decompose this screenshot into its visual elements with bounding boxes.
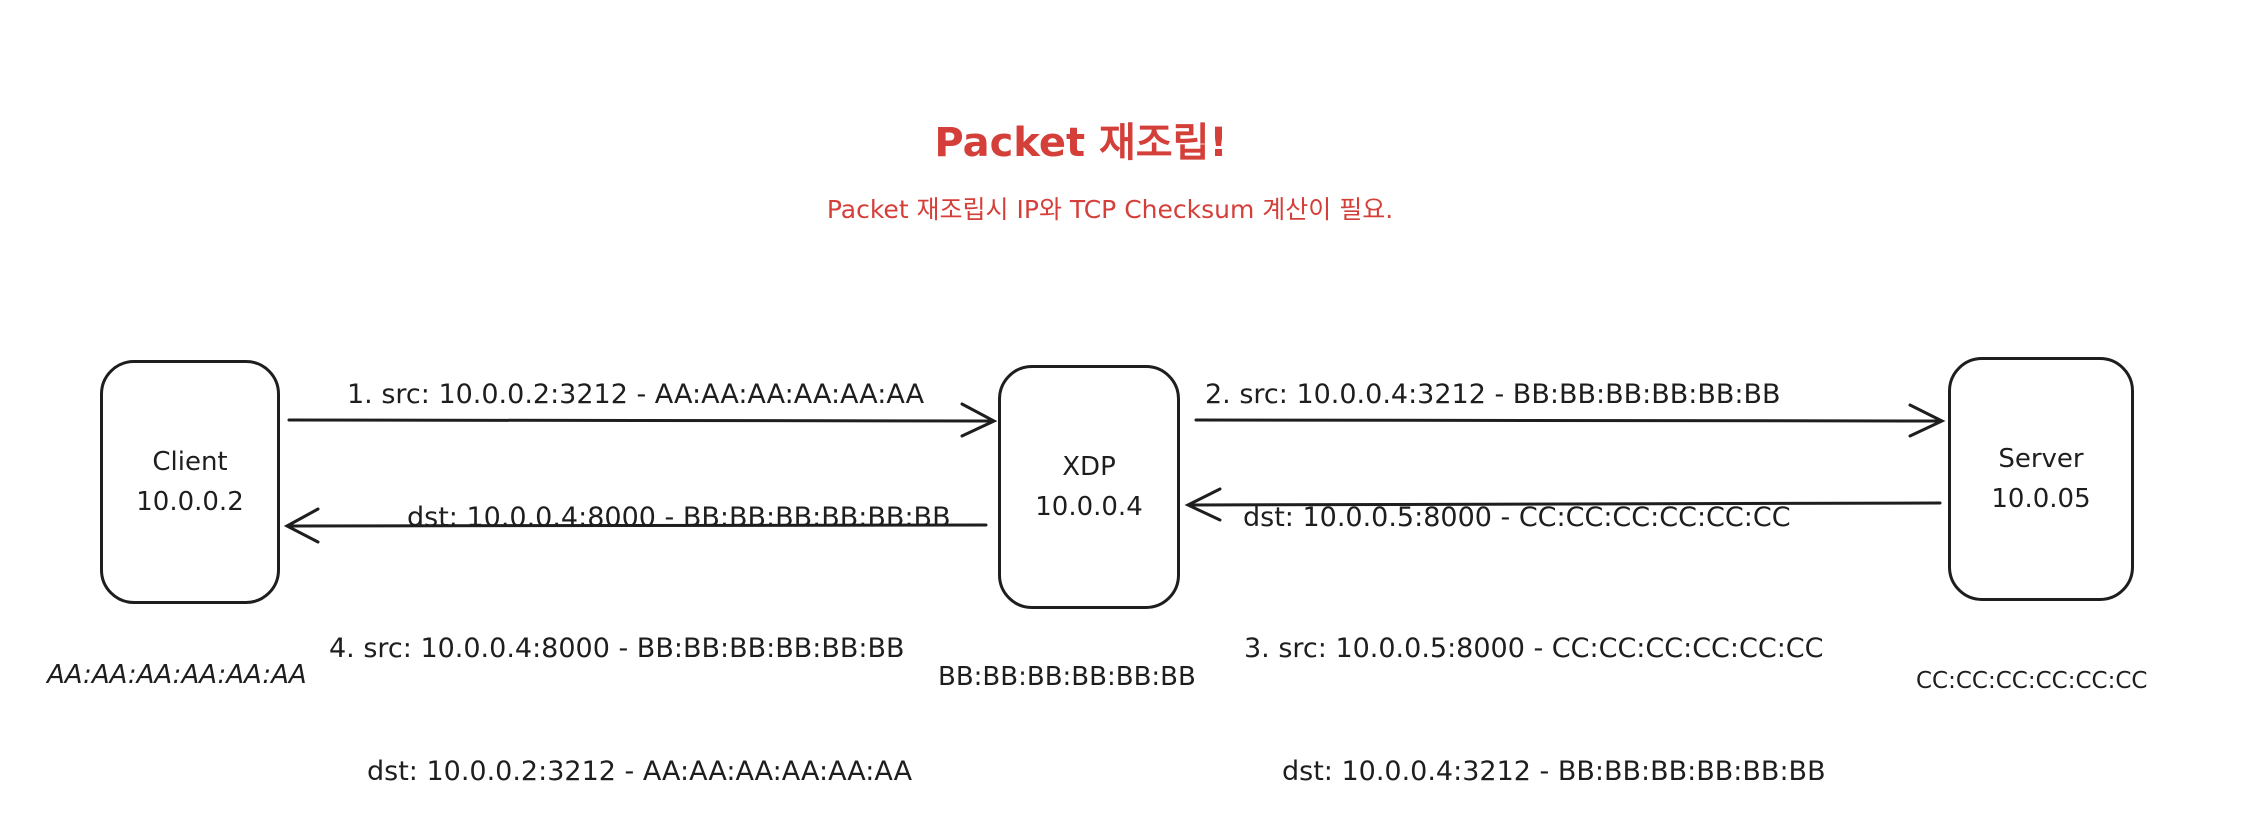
arrow-xdp-to-client xyxy=(283,507,988,544)
arrow-server-to-xdp xyxy=(1184,487,1942,522)
flow-3-src: 3. src: 10.0.0.5:8000 - CC:CC:CC:CC:CC:C… xyxy=(1244,633,1824,664)
xdp-ip: 10.0.0.4 xyxy=(1035,492,1143,522)
flow-1-src: 1. src: 10.0.0.2:3212 - AA:AA:AA:AA:AA:A… xyxy=(347,379,925,410)
flow-4-dst: dst: 10.0.0.2:3212 - AA:AA:AA:AA:AA:AA xyxy=(367,756,913,787)
diagram-subtitle: Packet 재조립시 IP와 TCP Checksum 계산이 필요. xyxy=(826,195,1394,224)
flow-2-dst: dst: 10.0.0.5:8000 - CC:CC:CC:CC:CC:CC xyxy=(1243,502,1791,533)
arrow-client-to-xdp xyxy=(287,402,998,438)
client-mac: AA:AA:AA:AA:AA:AA xyxy=(47,660,307,690)
flow-4-label: 4. src: 10.0.0.4:8000 - BB:BB:BB:BB:BB:B… xyxy=(329,546,912,833)
flow-4-src: 4. src: 10.0.0.4:8000 - BB:BB:BB:BB:BB:B… xyxy=(329,633,905,664)
flow-1-dst: dst: 10.0.0.4:8000 - BB:BB:BB:BB:BB:BB xyxy=(407,502,951,533)
flow-2-src: 2. src: 10.0.0.4:3212 - BB:BB:BB:BB:BB:B… xyxy=(1205,379,1781,410)
client-name: Client xyxy=(152,447,228,477)
server-ip: 10.0.05 xyxy=(1991,484,2091,514)
server-mac: CC:CC:CC:CC:CC:CC xyxy=(1916,668,2148,694)
arrow-xdp-to-server xyxy=(1194,403,1946,438)
xdp-node[interactable]: XDP 10.0.0.4 xyxy=(998,365,1180,609)
flow-2-label: 2. src: 10.0.0.4:3212 - BB:BB:BB:BB:BB:B… xyxy=(1205,292,1791,579)
xdp-mac: BB:BB:BB:BB:BB:BB xyxy=(938,662,1196,692)
server-node[interactable]: Server 10.0.05 xyxy=(1948,357,2134,601)
flow-3-dst: dst: 10.0.0.4:3212 - BB:BB:BB:BB:BB:BB xyxy=(1282,756,1826,787)
arrows-layer xyxy=(283,402,1946,544)
diagram-title: Packet 재조립! xyxy=(934,120,1228,166)
client-node[interactable]: Client 10.0.0.2 xyxy=(100,360,280,604)
xdp-name: XDP xyxy=(1062,452,1116,482)
client-ip: 10.0.0.2 xyxy=(136,487,244,517)
flow-1-label: 1. src: 10.0.0.2:3212 - AA:AA:AA:AA:AA:A… xyxy=(347,292,951,579)
flow-3-label: 3. src: 10.0.0.5:8000 - CC:CC:CC:CC:CC:C… xyxy=(1244,546,1826,833)
server-name: Server xyxy=(1998,444,2084,474)
